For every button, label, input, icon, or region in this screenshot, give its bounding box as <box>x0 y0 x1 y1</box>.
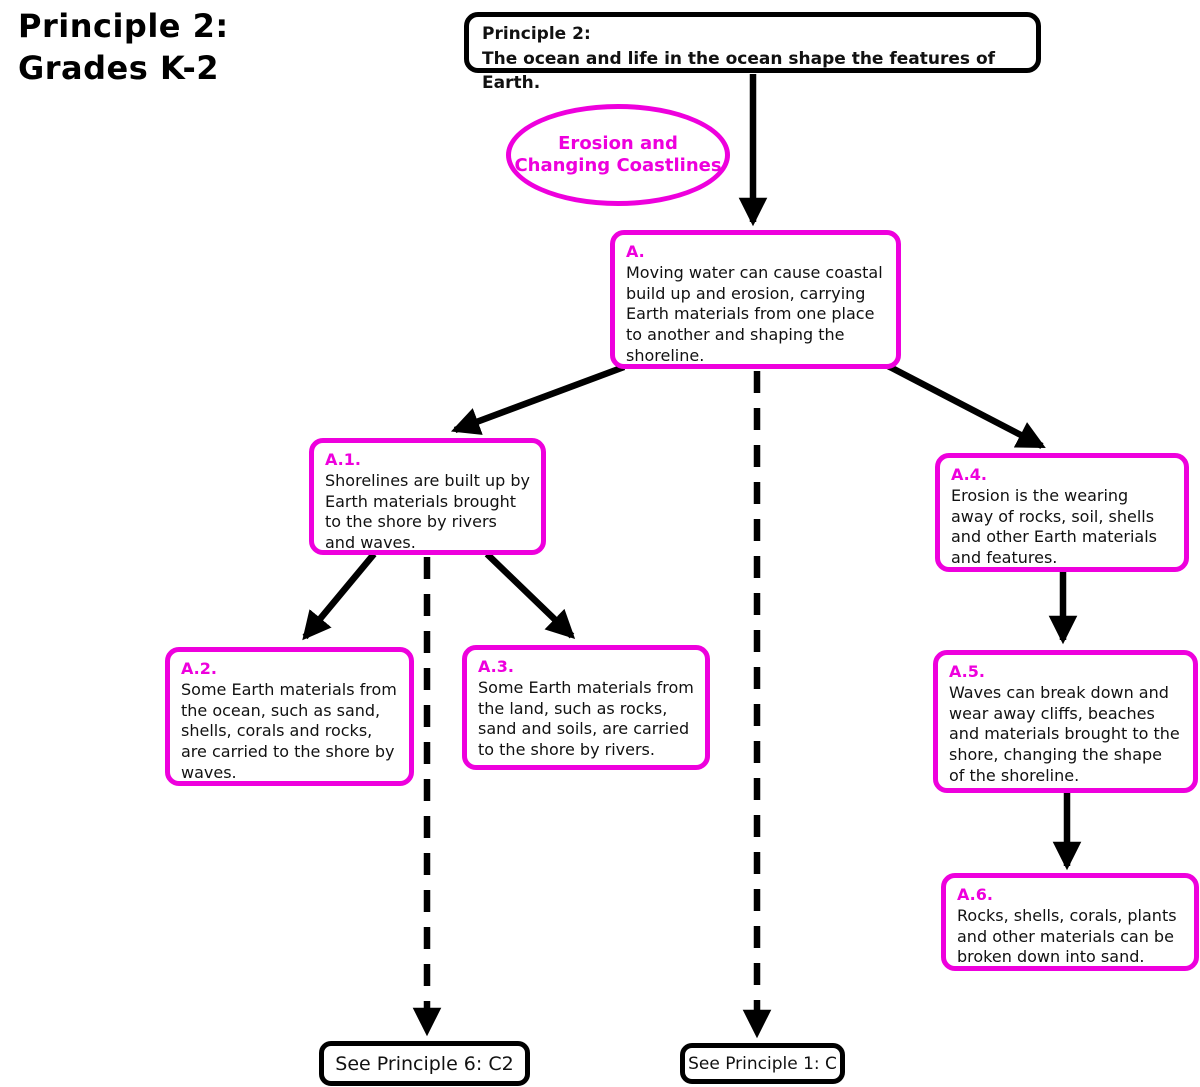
node-a4-text: Erosion is the wearing away of rocks, so… <box>951 485 1158 568</box>
node-a1-text: Shorelines are built up by Earth materia… <box>325 470 530 553</box>
node-a4-label: A.4. <box>951 465 987 484</box>
see-principle-6-label: See Principle 6: C2 <box>335 1052 514 1075</box>
node-a2: A.2. Some Earth materials from the ocean… <box>165 647 414 786</box>
topic-ellipse-line2: Changing Coastlines <box>514 155 722 176</box>
principle-box: Principle 2: The ocean and life in the o… <box>464 12 1041 93</box>
edge-a-to-a1 <box>450 363 626 435</box>
node-a6: A.6. Rocks, shells, corals, plants and o… <box>941 873 1199 971</box>
node-a5-label: A.5. <box>949 662 985 681</box>
node-a3-label: A.3. <box>478 657 514 676</box>
node-a5-text: Waves can break down and wear away cliff… <box>949 682 1180 785</box>
page-title: Principle 2: Grades K-2 <box>18 6 229 89</box>
node-a1-label: A.1. <box>325 450 361 469</box>
page-title-line2: Grades K-2 <box>18 48 219 87</box>
edge-a1-to-a3 <box>484 551 576 639</box>
node-a6-label: A.6. <box>957 885 993 904</box>
node-a5: A.5. Waves can break down and wear away … <box>933 650 1198 793</box>
see-principle-1-box[interactable]: See Principle 1: C <box>680 1043 845 1084</box>
edge-a-to-a4 <box>886 363 1046 449</box>
topic-ellipse: Erosion and Changing Coastlines <box>506 104 730 206</box>
node-a6-text: Rocks, shells, corals, plants and other … <box>957 905 1177 967</box>
node-a-label: A. <box>626 242 645 261</box>
page-title-line1: Principle 2: <box>18 7 229 45</box>
see-principle-6-box[interactable]: See Principle 6: C2 <box>319 1041 530 1086</box>
principle-box-line1: Principle 2: <box>482 24 591 44</box>
node-a: A. Moving water can cause coastal build … <box>610 230 901 369</box>
node-a2-text: Some Earth materials from the ocean, suc… <box>181 679 397 782</box>
node-a4: A.4. Erosion is the wearing away of rock… <box>935 453 1189 572</box>
principle-box-line2: The ocean and life in the ocean shape th… <box>482 48 996 94</box>
node-a3: A.3. Some Earth materials from the land,… <box>462 645 710 770</box>
topic-ellipse-line1: Erosion and <box>558 132 678 154</box>
see-principle-1-label: See Principle 1: C <box>688 1053 837 1074</box>
node-a2-label: A.2. <box>181 659 217 678</box>
edge-a1-to-a2 <box>302 551 377 641</box>
node-a3-text: Some Earth materials from the land, such… <box>478 677 694 760</box>
node-a1: A.1. Shorelines are built up by Earth ma… <box>309 438 546 555</box>
node-a-text: Moving water can cause coastal build up … <box>626 262 883 365</box>
